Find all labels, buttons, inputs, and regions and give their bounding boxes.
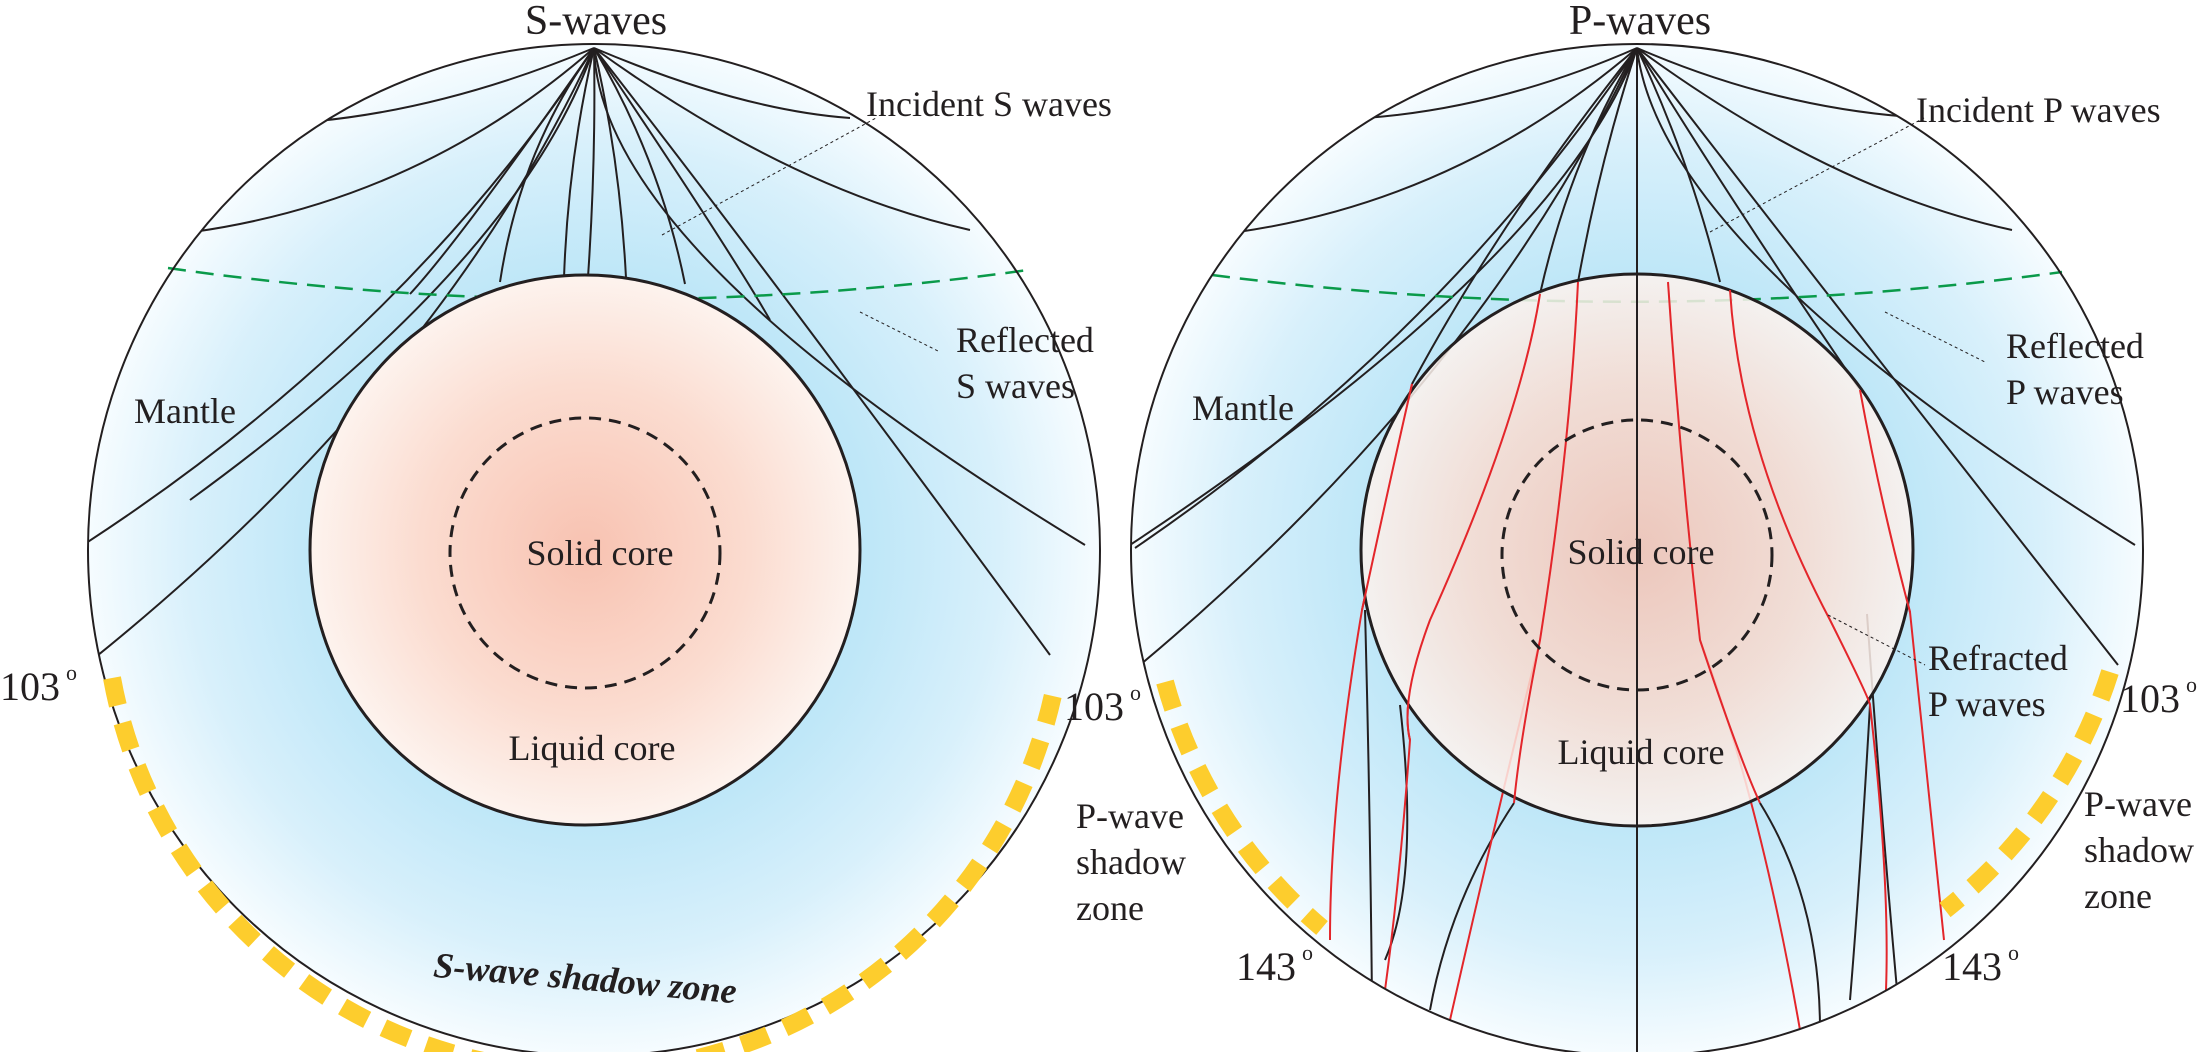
p-angle-right-103: 103 o (2120, 672, 2197, 721)
p-incident-ray (1636, 47, 1721, 283)
p-refracted-label-2: P waves (1928, 684, 2046, 724)
p-rays (1131, 47, 2136, 1056)
s-reflected-ray (593, 47, 971, 231)
p-incident-ray (1636, 47, 1861, 391)
s-reflected-leader (859, 311, 941, 353)
s-angle-left: 103 o (0, 660, 77, 709)
p-mantle-label: Mantle (1192, 388, 1294, 428)
s-reflected-ray (189, 47, 595, 501)
p-reflected-ray (1636, 47, 2013, 231)
p-shadow-right-label: P-wave shadow zone (2084, 784, 2194, 916)
p-reflected-ray (1636, 47, 2136, 546)
s-incident-ray (593, 47, 686, 285)
svg-text:143: 143 (1236, 944, 1296, 989)
p-incident-ray (1411, 47, 1638, 385)
p-reflected-label-1: Reflected (2006, 326, 2144, 366)
s-incident-ray (593, 47, 771, 321)
p-core-ray (1364, 609, 1373, 1001)
p-incident-ray (1134, 47, 1638, 549)
s-title: S-waves (525, 0, 667, 44)
p-incident-ray (1577, 47, 1638, 283)
svg-text:shadow: shadow (1076, 842, 1186, 882)
s-mantle-label: Mantle (134, 391, 236, 431)
p-reflected-ray (1237, 47, 1638, 233)
p-incident-label: Incident P waves (1916, 90, 2161, 130)
s-incident-label: Incident S waves (866, 84, 1112, 124)
p-incident-leader (1709, 117, 1925, 233)
s-wave-diagram: S-waves Incident S waves Reflected S wav… (0, 0, 1158, 1057)
s-reflected-label-2: S waves (956, 366, 1075, 406)
svg-text:103: 103 (2120, 676, 2180, 721)
svg-text:zone: zone (1076, 888, 1144, 928)
s-liquid-core (308, 273, 862, 827)
s-shadow-zone-arc (103, 676, 1065, 1057)
svg-text:P-wave: P-wave (2084, 784, 2192, 824)
p-shadow-zone-right-arc (1939, 669, 2119, 918)
p-reflected-leader (1884, 311, 1986, 363)
s-incident-ray (563, 47, 595, 279)
s-incident-ray (409, 47, 595, 295)
p-reflected-ray (1636, 47, 1927, 119)
p-reflected-ray (1131, 47, 1638, 546)
s-reflected-ray (593, 47, 851, 119)
s-reflected-label-1: Reflected (956, 320, 1094, 360)
s-angle-right: 103 o (1064, 680, 1141, 729)
svg-text:zone: zone (2084, 876, 2152, 916)
p-solid-core (1500, 418, 1774, 692)
s-rays (88, 47, 1086, 661)
svg-text:103: 103 (0, 664, 60, 709)
svg-text:o: o (66, 660, 77, 685)
s-incident-leader (661, 117, 877, 236)
p-rays-in-core (1361, 274, 1911, 826)
svg-text:o: o (2186, 672, 2197, 697)
p-angle-right-143: 143 o (1942, 940, 2019, 989)
p-incident-ray (1636, 47, 2119, 666)
s-incident-ray (593, 47, 1051, 656)
s-reflected-ray (192, 47, 595, 233)
svg-text:P-wave: P-wave (1076, 796, 1184, 836)
p-reflected-label-2: P waves (2006, 372, 2124, 412)
p-liquid-core-label: Liquid core (1558, 732, 1725, 772)
svg-text:o: o (1130, 680, 1141, 705)
p-refracted-leader (1827, 614, 1926, 666)
s-solid-core-label: Solid core (527, 533, 674, 573)
svg-text:103: 103 (1064, 684, 1124, 729)
p-refracted-label-1: Refracted (1928, 638, 2068, 678)
p-title: P-waves (1569, 0, 1711, 44)
s-incident-ray (587, 47, 596, 278)
p-solid-core-label: Solid core (1568, 532, 1715, 572)
svg-text:shadow: shadow (2084, 830, 2194, 870)
svg-text:o: o (2008, 940, 2019, 965)
s-solid-core (448, 416, 722, 690)
svg-text:143: 143 (1942, 944, 2002, 989)
p-core-ray (1429, 802, 1515, 1011)
p-core-ray (1384, 704, 1409, 961)
s-liquid-core-label: Liquid core (509, 728, 676, 768)
p-angle-left-143: 143 o (1236, 940, 1313, 989)
p-incident-ray (1539, 47, 1638, 295)
s-incident-ray (593, 47, 627, 279)
p-core-ray (1759, 802, 1821, 1031)
s-reflected-ray (317, 47, 595, 122)
p-shadow-zone-left-arc (1156, 679, 1328, 935)
p-wave-diagram: P-waves Incident P waves Reflected P wav… (1076, 0, 2197, 1057)
s-incident-ray (499, 47, 595, 283)
p-shadow-left-label: P-wave shadow zone (1076, 796, 1186, 928)
p-core-ray (1849, 704, 1871, 1001)
p-reflected-ray (1365, 47, 1638, 119)
svg-text:o: o (1302, 940, 1313, 965)
